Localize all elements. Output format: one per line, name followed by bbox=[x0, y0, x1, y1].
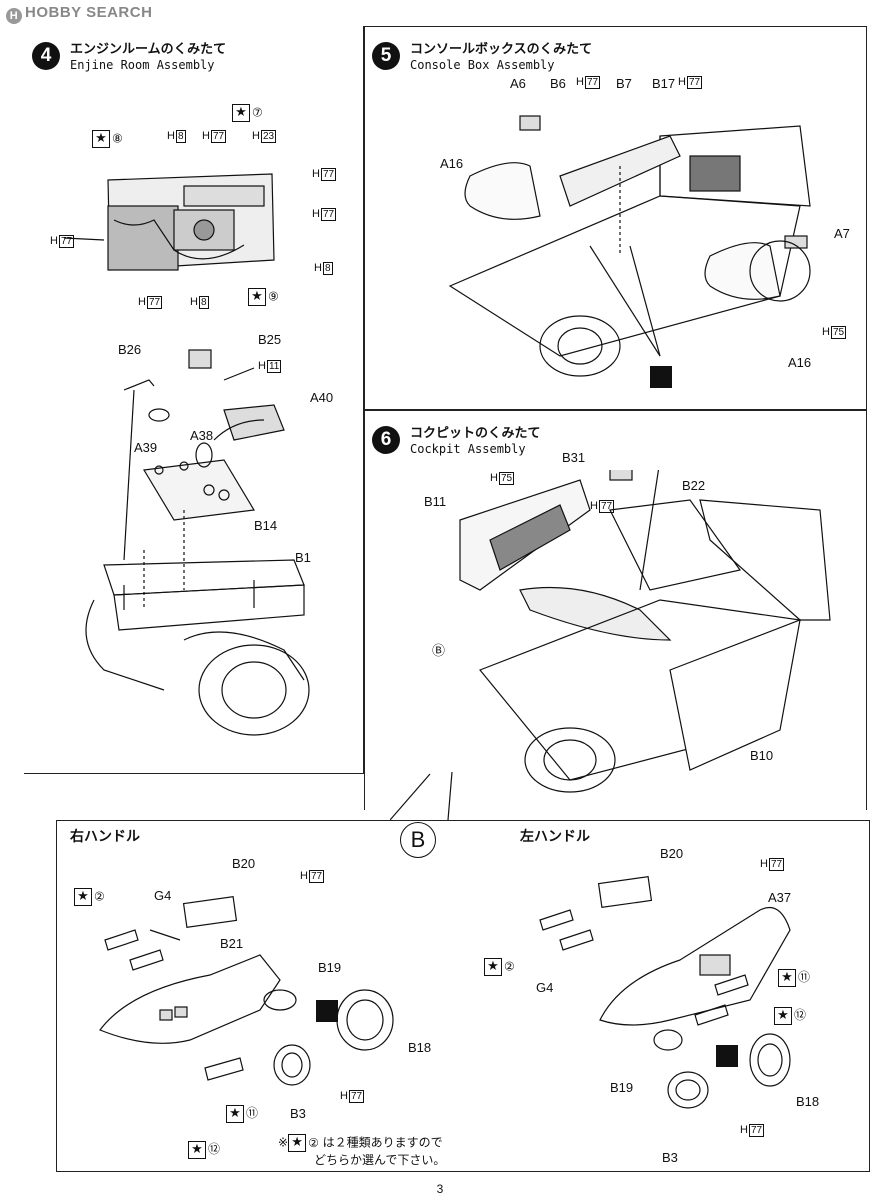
left-star2-label: ★② bbox=[484, 958, 515, 976]
right-b19-label: B19 bbox=[318, 960, 342, 975]
right-star2-label: ★② bbox=[74, 888, 105, 906]
star7-label: ★⑦ bbox=[232, 104, 263, 122]
star-icon: ★ bbox=[248, 288, 266, 306]
left-b19-label: B19 bbox=[610, 1080, 634, 1095]
star-icon: ★ bbox=[778, 968, 796, 987]
step-4-title-jp: エンジンルームのくみたて bbox=[70, 42, 227, 57]
step-4-title-en: Enjine Room Assembly bbox=[70, 58, 215, 72]
star-icon: ★ bbox=[232, 104, 250, 122]
b17-label: B17 bbox=[652, 76, 676, 91]
engine-room-diagram bbox=[63, 173, 310, 736]
star-icon: ★ bbox=[484, 958, 502, 976]
b25-label: B25 bbox=[258, 332, 282, 347]
b11-label: B11 bbox=[424, 494, 447, 509]
hobby-search-logo-icon: H bbox=[6, 8, 22, 24]
a16-label-left: A16 bbox=[440, 156, 464, 171]
b14-label: B14 bbox=[254, 518, 278, 533]
b-circle-label: Ⓑ bbox=[432, 643, 446, 658]
star-icon: ★ bbox=[288, 1134, 307, 1152]
callout-connector bbox=[390, 771, 453, 821]
right-star12-label: ★⑫ bbox=[188, 1140, 220, 1159]
a7-label: A7 bbox=[834, 226, 850, 241]
step-6-badge: 6 bbox=[372, 426, 400, 454]
right-b18-label: B18 bbox=[408, 1040, 432, 1055]
b7-label: B7 bbox=[616, 76, 632, 91]
b26-label: B26 bbox=[118, 342, 142, 357]
right-star11-label: ★⑪ bbox=[226, 1104, 258, 1123]
b22-label: B22 bbox=[682, 478, 706, 493]
left-handle-diagram bbox=[539, 875, 791, 1109]
console-box-diagram bbox=[448, 115, 811, 388]
step-5-title-jp: コンソールボックスのくみたて bbox=[410, 42, 593, 57]
b31-label: B31 bbox=[562, 450, 586, 465]
b1-label: B1 bbox=[295, 550, 311, 565]
right-b20-label: B20 bbox=[232, 856, 256, 871]
left-star11-label: ★⑪ bbox=[778, 968, 810, 987]
a6-label: A6 bbox=[510, 76, 526, 91]
left-a37-label: A37 bbox=[768, 890, 792, 905]
star-icon: ★ bbox=[226, 1104, 244, 1123]
star8-label: ★⑧ bbox=[92, 130, 123, 148]
step-5-title-en: Console Box Assembly bbox=[410, 58, 555, 72]
left-b3-label: B3 bbox=[662, 1150, 678, 1165]
page-number: 3 bbox=[436, 1182, 444, 1196]
step-6-title-en: Cockpit Assembly bbox=[410, 442, 526, 456]
star-icon: ★ bbox=[188, 1140, 206, 1159]
step-5-badge: 5 bbox=[372, 42, 400, 70]
step-6-title-jp: コクピットのくみたて bbox=[410, 426, 541, 441]
right-handle-diagram bbox=[99, 895, 394, 1086]
a38-label: A38 bbox=[190, 428, 214, 443]
left-handle-title: 左ハンドル bbox=[520, 829, 590, 845]
star-icon: ★ bbox=[74, 888, 92, 906]
left-star12-label: ★⑫ bbox=[774, 1006, 806, 1025]
a39-label: A39 bbox=[134, 440, 158, 455]
b10-label: B10 bbox=[750, 748, 774, 763]
a16-label-right: A16 bbox=[788, 355, 812, 370]
right-g4-label: G4 bbox=[154, 888, 172, 903]
step-4-badge: 4 bbox=[32, 42, 60, 70]
right-b3-label: B3 bbox=[290, 1106, 306, 1121]
star9-label: ★⑨ bbox=[248, 288, 279, 306]
a40-label: A40 bbox=[310, 390, 334, 405]
star-icon: ★ bbox=[774, 1006, 792, 1025]
section-b-marker: B bbox=[400, 822, 436, 858]
star-icon: ★ bbox=[92, 130, 110, 148]
panel-step-4 bbox=[24, 26, 364, 774]
panel-step-5 bbox=[364, 26, 867, 410]
right-handle-title: 右ハンドル bbox=[70, 829, 140, 845]
selection-note: ※★② は２種類ありますので どちらか選んで下さい。 bbox=[278, 1134, 446, 1167]
right-b21-label: B21 bbox=[220, 936, 244, 951]
b6-label: B6 bbox=[550, 76, 566, 91]
left-b20-label: B20 bbox=[660, 846, 684, 861]
left-g4-label: G4 bbox=[536, 980, 554, 995]
cockpit-diagram bbox=[459, 470, 831, 793]
left-b18-label: B18 bbox=[796, 1094, 820, 1109]
